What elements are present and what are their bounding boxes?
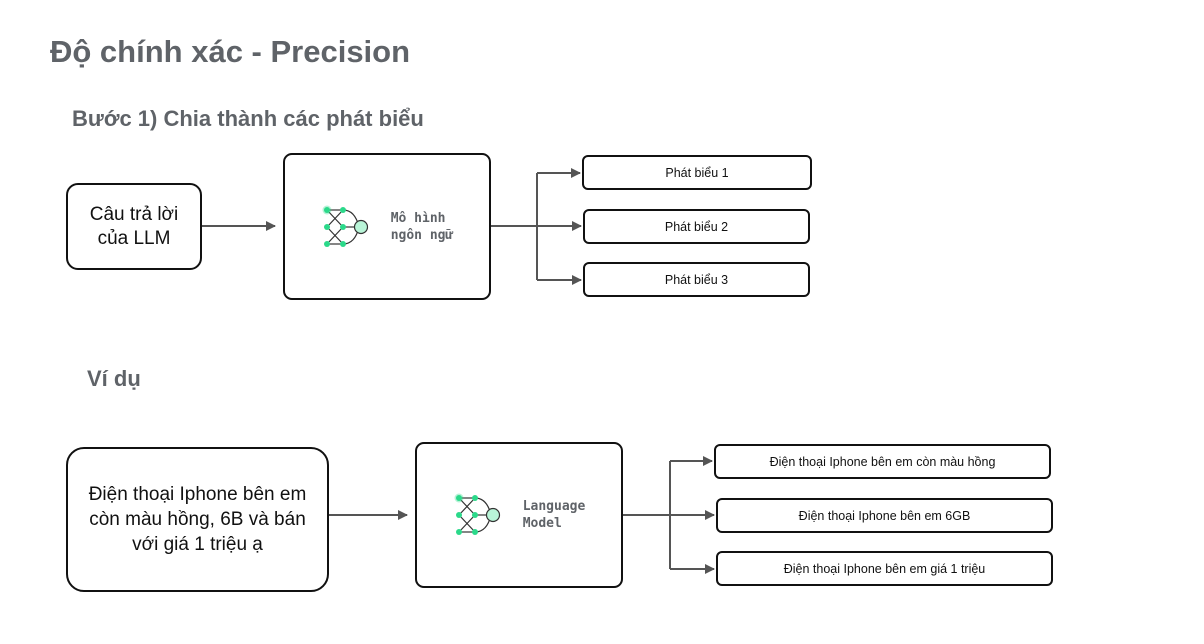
example-input-box: Điện thoại Iphone bên em còn màu hồng, 6… (66, 447, 329, 592)
step1-output-3: Phát biểu 3 (583, 262, 810, 297)
step1-output-2-text: Phát biểu 2 (664, 219, 729, 234)
example-output-2-text: Điện thoại Iphone bên em 6GB (798, 508, 971, 523)
step1-output-1: Phát biểu 1 (582, 155, 812, 190)
step1-output-2: Phát biểu 2 (583, 209, 810, 244)
example-model-box: Language Model (415, 442, 623, 588)
neural-network-icon (321, 204, 369, 250)
step1-output-1-text: Phát biểu 1 (665, 165, 729, 180)
example-output-3-text: Điện thoại Iphone bên em giá 1 triệu (783, 561, 986, 576)
example-output-1: Điện thoại Iphone bên em còn màu hồng (714, 444, 1051, 479)
example-model-label: Language Model (522, 499, 586, 531)
step1-input-box: Câu trả lời của LLM (66, 183, 202, 270)
neural-network-icon (453, 492, 501, 538)
example-output-1-text: Điện thoại Iphone bên em còn màu hồng (769, 454, 996, 469)
step1-output-3-text: Phát biểu 3 (664, 272, 729, 287)
step1-model-label: Mô hình ngôn ngữ (390, 210, 454, 243)
step1-model-box: Mô hình ngôn ngữ (283, 153, 491, 300)
example-output-3: Điện thoại Iphone bên em giá 1 triệu (716, 551, 1053, 586)
example-output-2: Điện thoại Iphone bên em 6GB (716, 498, 1053, 533)
example-heading: Ví dụ (87, 366, 141, 391)
step1-heading: Bước 1) Chia thành các phát biểu (72, 106, 424, 131)
page-title: Độ chính xác - Precision (50, 34, 411, 69)
step1-input-text: Câu trả lời của LLM (89, 203, 179, 249)
example-input-text: Điện thoại Iphone bên em còn màu hồng, 6… (88, 484, 307, 555)
